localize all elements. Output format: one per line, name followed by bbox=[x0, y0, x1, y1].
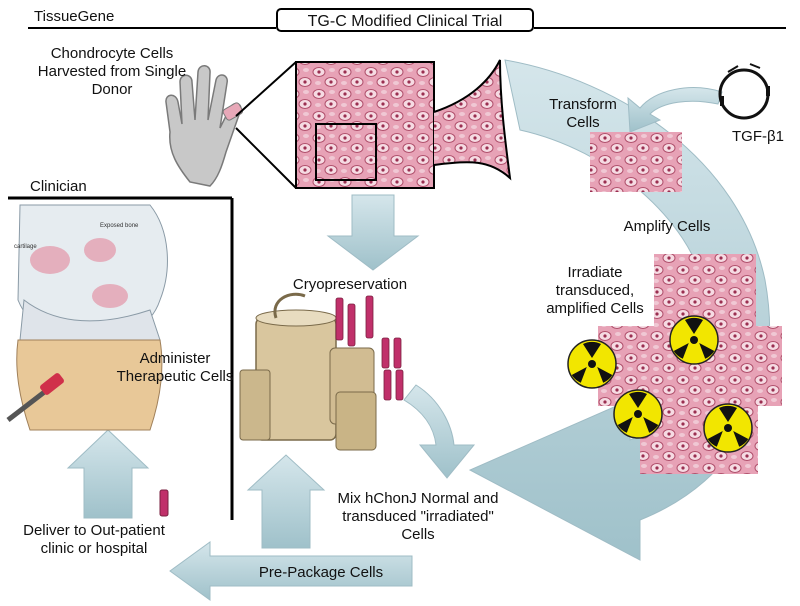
transformed-cells-image bbox=[590, 132, 682, 192]
hand-icon bbox=[165, 65, 244, 187]
transform-arrow bbox=[627, 87, 723, 133]
harvest-label: Chondrocyte Cells Harvested from Single … bbox=[37, 45, 187, 98]
radiation-icon-3 bbox=[613, 389, 663, 439]
transform-label: Transform Cells bbox=[549, 96, 617, 131]
trial-title: TG-C Modified Clinical Trial bbox=[276, 8, 534, 32]
prepackage-arrow bbox=[169, 541, 413, 601]
deliver-up-arrow bbox=[66, 429, 150, 519]
administer-label: Administer Therapeutic Cells bbox=[116, 350, 234, 385]
to-prepackage-up-arrow bbox=[246, 454, 326, 549]
knee-label-bone: Exposed bone bbox=[100, 223, 139, 229]
irradiate-label: Irradiate transduced, amplified Cells bbox=[546, 264, 644, 317]
mix-label: Mix hChonJ Normal and transduced "irradi… bbox=[337, 490, 499, 543]
plasmid-icon bbox=[718, 63, 770, 120]
cryo-label: Cryopreservation bbox=[292, 276, 408, 293]
plasmid-label: TGF-β1 bbox=[732, 128, 784, 145]
to-mix-arrow bbox=[403, 384, 476, 479]
to-cryo-arrow bbox=[326, 194, 420, 271]
radiation-icon-4 bbox=[703, 403, 753, 453]
knee-label-cartilage: cartilage bbox=[14, 244, 37, 250]
company-name: TissueGene bbox=[34, 8, 115, 25]
knee-illustration bbox=[6, 204, 168, 431]
zoom-line-top bbox=[235, 61, 297, 117]
deliver-label: Deliver to Out-patient clinic or hospita… bbox=[23, 522, 165, 557]
clinician-label: Clinician bbox=[30, 178, 87, 195]
zoom-line-bottom bbox=[235, 127, 297, 189]
radiation-icon-2 bbox=[567, 339, 617, 389]
tissue-magnified-strip bbox=[433, 59, 512, 181]
amplify-label: Amplify Cells bbox=[623, 218, 711, 235]
vial-icon bbox=[159, 489, 169, 517]
cryo-equipment-image bbox=[239, 292, 404, 451]
prepackage-label: Pre-Package Cells bbox=[258, 564, 384, 581]
radiation-icon-1 bbox=[669, 315, 719, 365]
tissue-zoom-box bbox=[315, 123, 377, 181]
